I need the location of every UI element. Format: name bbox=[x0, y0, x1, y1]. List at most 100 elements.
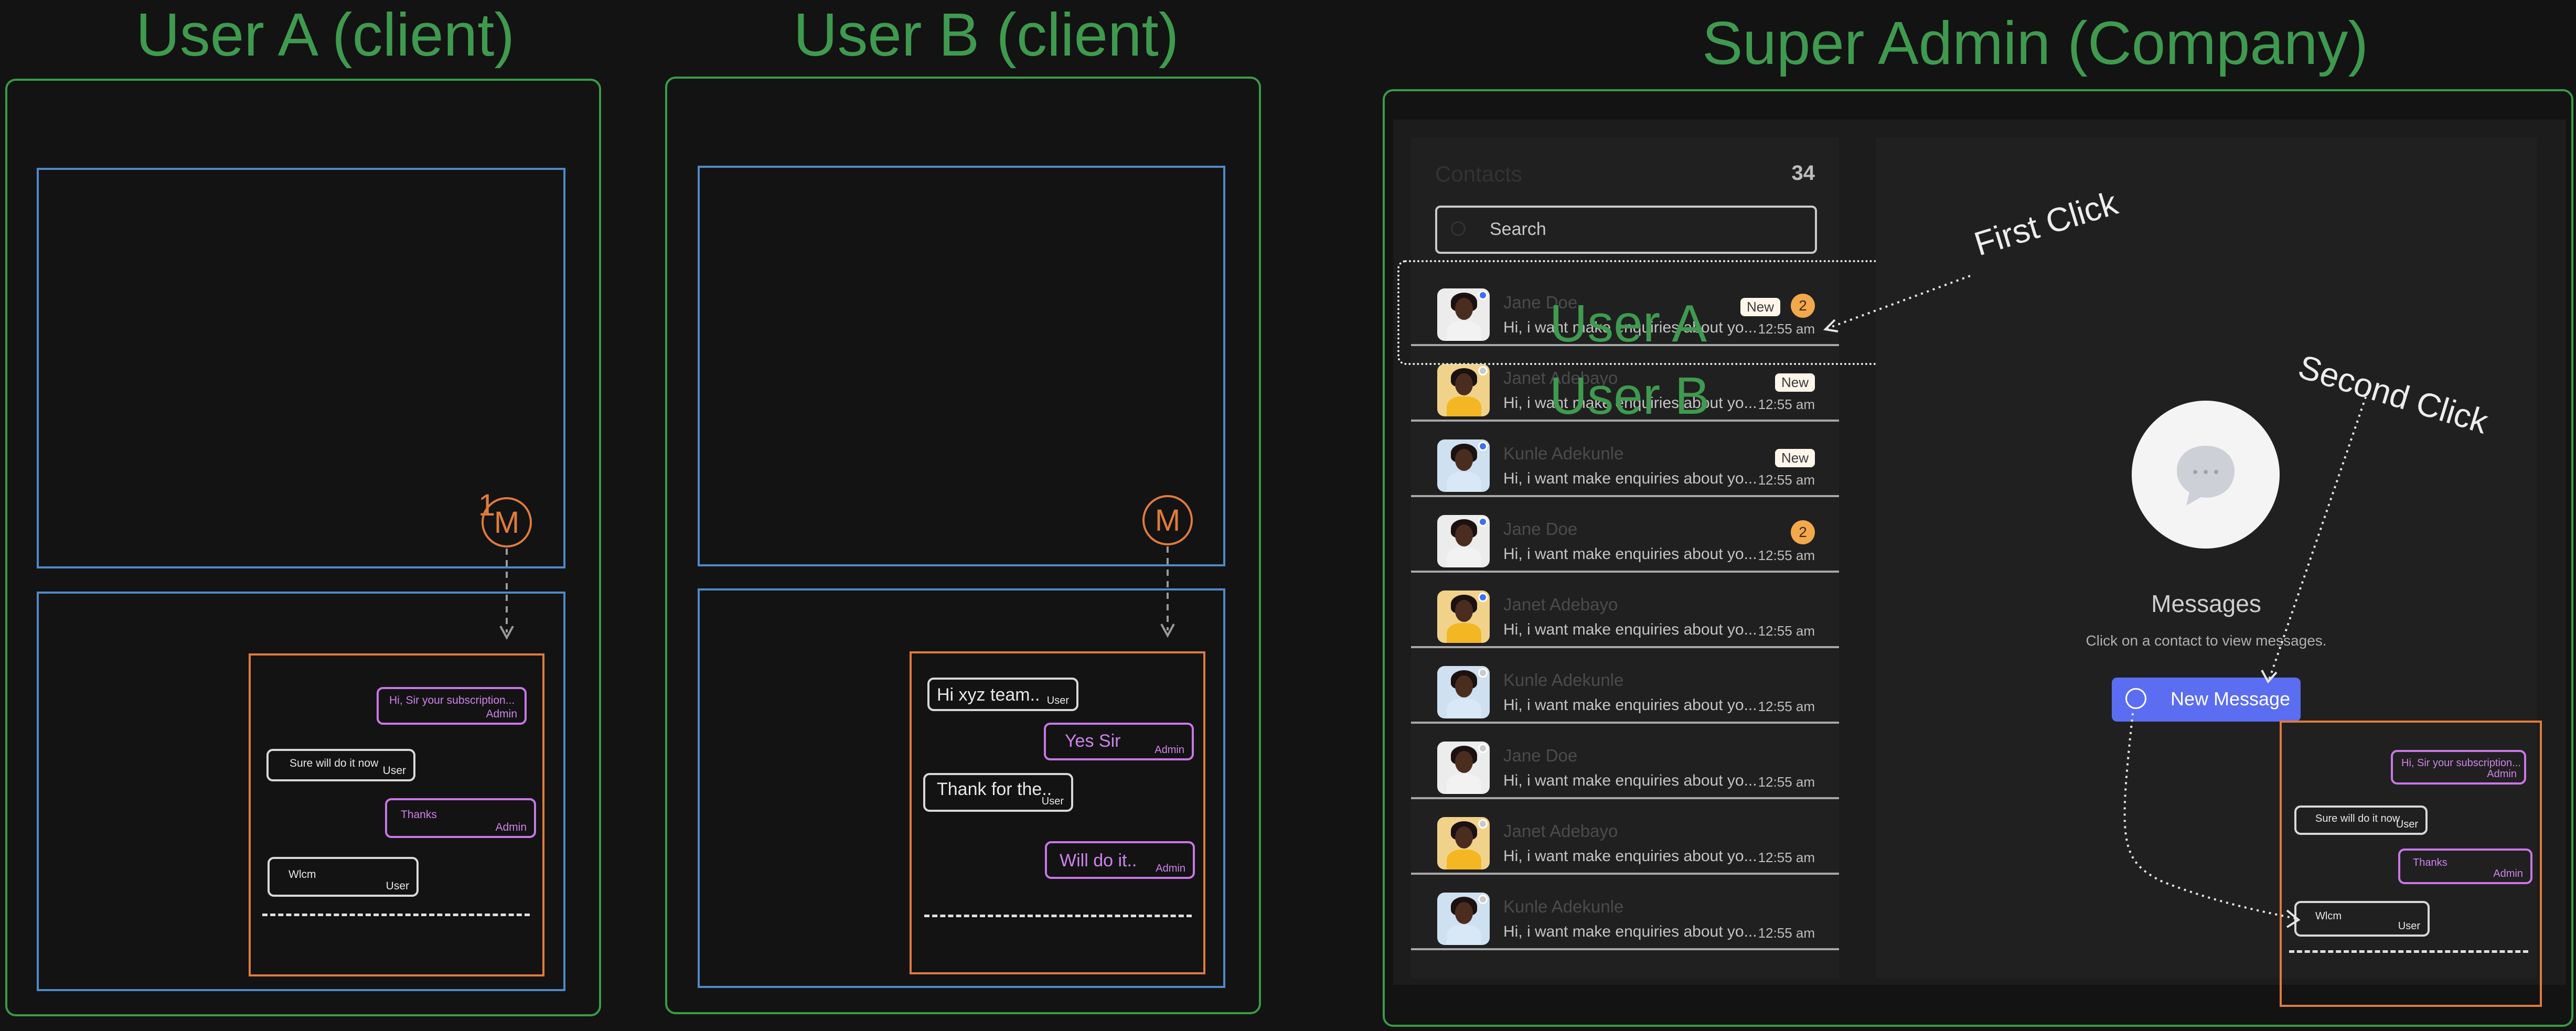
status-dot bbox=[1478, 819, 1488, 829]
status-dot bbox=[1478, 895, 1488, 904]
chat-input-divider bbox=[2289, 950, 2528, 953]
contact-time: 12:55 am bbox=[1758, 850, 1815, 865]
avatar bbox=[1437, 288, 1490, 341]
contact-preview: Hi, i want make enquiries about yo... bbox=[1503, 319, 1757, 336]
search-icon bbox=[1451, 221, 1466, 236]
user-b-title: User B (client) bbox=[793, 1, 1179, 69]
chat-bubble-admin: Thanks Admin bbox=[385, 798, 536, 838]
user-b-frame bbox=[665, 77, 1261, 1014]
avatar bbox=[1437, 439, 1490, 492]
admin-frame bbox=[1383, 89, 2573, 1027]
contact-preview: Hi, i want make enquiries about yo... bbox=[1503, 621, 1757, 638]
chat-icon bbox=[2125, 688, 2146, 709]
search-input[interactable]: Search bbox=[1435, 206, 1817, 254]
new-badge: New bbox=[1740, 298, 1780, 316]
contact-preview: Hi, i want make enquiries about yo... bbox=[1503, 847, 1757, 865]
status-dot bbox=[1478, 668, 1488, 678]
contact-preview: Hi, i want make enquiries about yo... bbox=[1503, 394, 1757, 412]
user-b-chat-launcher[interactable]: M bbox=[1142, 495, 1193, 545]
status-dot bbox=[1478, 593, 1488, 602]
contact-name: Kunle Adekunle bbox=[1503, 897, 1624, 916]
contacts-title: Contacts bbox=[1435, 162, 1522, 186]
chat-bubble-admin: Will do it.. Admin bbox=[1045, 841, 1195, 879]
message-icon bbox=[2177, 446, 2235, 506]
overlay-user-b: User B bbox=[1549, 367, 1710, 425]
chat-bubble-admin: Hi, Sir your subscription... Admin bbox=[377, 687, 527, 725]
overlay-user-a: User A bbox=[1549, 294, 1707, 353]
contact-time: 12:55 am bbox=[1758, 321, 1815, 337]
chat-bubble-user: Hi xyz team.. User bbox=[927, 678, 1078, 711]
status-dot bbox=[1478, 366, 1488, 375]
avatar bbox=[1437, 893, 1490, 945]
user-a-widget-area bbox=[37, 592, 565, 991]
unread-count-badge: 2 bbox=[1791, 294, 1815, 318]
new-message-label: New Message bbox=[2171, 688, 2291, 710]
contact-name: Janet Adebayo bbox=[1503, 821, 1618, 841]
new-message-button[interactable]: New Message bbox=[2112, 678, 2301, 722]
chat-bubble-user: Thank for the.. User bbox=[923, 773, 1073, 812]
chat-bubble-user: Wlcm User bbox=[2294, 901, 2430, 937]
contact-time: 12:55 am bbox=[1758, 623, 1815, 639]
contact-time: 12:55 am bbox=[1758, 472, 1815, 488]
avatar bbox=[1437, 817, 1490, 869]
user-b-page-area bbox=[698, 166, 1225, 566]
avatar-letter: M bbox=[494, 505, 520, 540]
empty-state-subtitle: Click on a contact to view messages. bbox=[2086, 632, 2327, 649]
user-a-page-area bbox=[37, 168, 565, 568]
contact-time: 12:55 am bbox=[1758, 396, 1815, 412]
avatar bbox=[1437, 666, 1490, 718]
contact-name: Janet Adebayo bbox=[1503, 368, 1618, 388]
user-a-chat-launcher[interactable]: M bbox=[482, 497, 532, 547]
user-a-frame bbox=[5, 79, 601, 1016]
unread-count-badge: 2 bbox=[1791, 520, 1815, 544]
contact-name: Kunle Adekunle bbox=[1503, 670, 1624, 690]
contact-preview: Hi, i want make enquiries about yo... bbox=[1503, 923, 1757, 940]
contact-name: Kunle Adekunle bbox=[1503, 444, 1624, 463]
chat-input-divider bbox=[262, 914, 530, 916]
contact-time: 12:55 am bbox=[1758, 699, 1815, 714]
avatar bbox=[1437, 364, 1490, 416]
avatar bbox=[1437, 742, 1490, 794]
chat-bubble-admin: Thanks Admin bbox=[2398, 849, 2532, 884]
chat-bubble-user: Wlcm User bbox=[268, 857, 419, 897]
first-click-highlight bbox=[1397, 260, 1890, 365]
user-a-chat-window bbox=[249, 653, 544, 976]
user-b-widget-area bbox=[698, 588, 1225, 988]
status-dot bbox=[1478, 291, 1488, 300]
contact-preview: Hi, i want make enquiries about yo... bbox=[1503, 545, 1757, 563]
contact-preview: Hi, i want make enquiries about yo... bbox=[1503, 696, 1757, 714]
empty-state-title: Messages bbox=[2151, 590, 2261, 617]
user-a-title: User A (client) bbox=[136, 1, 515, 69]
chat-bubble-admin: Hi, Sir your subscription... Admin bbox=[2391, 750, 2526, 785]
arrow-down-icon bbox=[499, 549, 514, 640]
admin-title: Super Admin (Company) bbox=[1702, 9, 2369, 77]
contact-preview: Hi, i want make enquiries about yo... bbox=[1503, 772, 1757, 789]
status-dot bbox=[1478, 744, 1488, 753]
chat-bubble-icon bbox=[2132, 401, 2280, 549]
chat-bubble-user: Sure will do it now User bbox=[2294, 806, 2428, 835]
status-dot bbox=[1478, 517, 1488, 527]
chat-bubble-user: Sure will do it now User bbox=[266, 749, 415, 781]
search-placeholder: Search bbox=[1490, 219, 1546, 239]
avatar-letter: M bbox=[1155, 503, 1181, 538]
new-badge: New bbox=[1775, 373, 1815, 392]
user-b-open-arrow bbox=[1160, 546, 1175, 638]
avatar bbox=[1437, 515, 1490, 567]
avatar bbox=[1437, 590, 1490, 643]
contact-name: Jane Doe bbox=[1503, 293, 1578, 312]
contact-name: Jane Doe bbox=[1503, 746, 1578, 765]
chat-input-divider bbox=[924, 915, 1192, 917]
user-a-open-arrow bbox=[499, 549, 514, 640]
contact-time: 12:55 am bbox=[1758, 774, 1815, 790]
arrow-down-icon bbox=[1160, 546, 1175, 638]
